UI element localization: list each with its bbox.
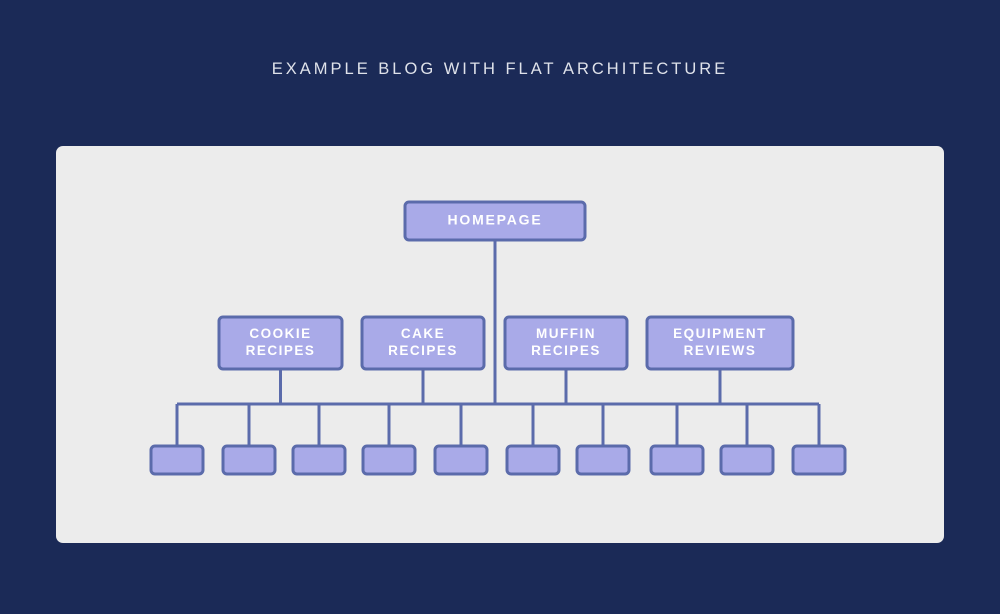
node-label-muffin-recipes: RECIPES <box>531 343 601 358</box>
node-box-cake-recipes[interactable] <box>360 315 486 371</box>
node-equipment-post-3[interactable] <box>791 444 847 476</box>
page-title: EXAMPLE BLOG WITH FLAT ARCHITECTURE <box>271 60 729 78</box>
node-cake-recipes[interactable]: CAKE RECIPES <box>360 315 486 371</box>
node-box-homepage[interactable] <box>403 200 587 242</box>
node-label-cookie-recipes: RECIPES <box>246 343 316 358</box>
node-cookie-post-2[interactable] <box>221 444 277 476</box>
node-cookie-post-3[interactable] <box>291 444 347 476</box>
node-label-equipment-reviews: EQUIPMENT <box>673 326 767 341</box>
node-homepage[interactable]: HOMEPAGE <box>403 200 587 242</box>
node-label-homepage: HOMEPAGE <box>447 212 542 228</box>
node-cookie-recipes[interactable]: COOKIE RECIPES <box>217 315 344 371</box>
node-box-equipment-reviews[interactable] <box>645 315 795 371</box>
nodes-layer: COOKIE RECIPES CAKE RECIPES MUFFIN RECIPES EQU… <box>149 200 847 476</box>
site-architecture-tree: COOKIE RECIPES CAKE RECIPES MUFFIN RECIPES EQU… <box>149 200 847 476</box>
node-equipment-reviews[interactable]: EQUIPMENT REVIEWS <box>645 315 795 371</box>
node-label-equipment-reviews: REVIEWS <box>684 343 757 358</box>
node-box-muffin-post-2[interactable] <box>575 444 631 476</box>
node-cake-post-1[interactable] <box>361 444 417 476</box>
node-equipment-post-1[interactable] <box>649 444 705 476</box>
node-box-muffin-recipes[interactable] <box>503 315 629 371</box>
node-box-equipment-post-3[interactable] <box>791 444 847 476</box>
node-cookie-post-1[interactable] <box>149 444 205 476</box>
node-cake-post-2[interactable] <box>433 444 489 476</box>
node-label-cake-recipes: CAKE <box>401 326 445 341</box>
node-box-cake-post-1[interactable] <box>361 444 417 476</box>
node-muffin-post-2[interactable] <box>575 444 631 476</box>
node-box-cookie-recipes[interactable] <box>217 315 344 371</box>
node-box-cookie-post-2[interactable] <box>221 444 277 476</box>
node-equipment-post-2[interactable] <box>719 444 775 476</box>
node-label-cookie-recipes: COOKIE <box>249 326 311 341</box>
node-box-cookie-post-3[interactable] <box>291 444 347 476</box>
node-box-muffin-post-1[interactable] <box>505 444 561 476</box>
node-muffin-post-1[interactable] <box>505 444 561 476</box>
node-box-cookie-post-1[interactable] <box>149 444 205 476</box>
node-label-cake-recipes: RECIPES <box>388 343 458 358</box>
diagram-panel: COOKIE RECIPES CAKE RECIPES MUFFIN RECIPES EQU… <box>56 146 944 543</box>
node-label-muffin-recipes: MUFFIN <box>536 326 596 341</box>
node-box-equipment-post-2[interactable] <box>719 444 775 476</box>
node-box-cake-post-2[interactable] <box>433 444 489 476</box>
node-box-equipment-post-1[interactable] <box>649 444 705 476</box>
node-muffin-recipes[interactable]: MUFFIN RECIPES <box>503 315 629 371</box>
